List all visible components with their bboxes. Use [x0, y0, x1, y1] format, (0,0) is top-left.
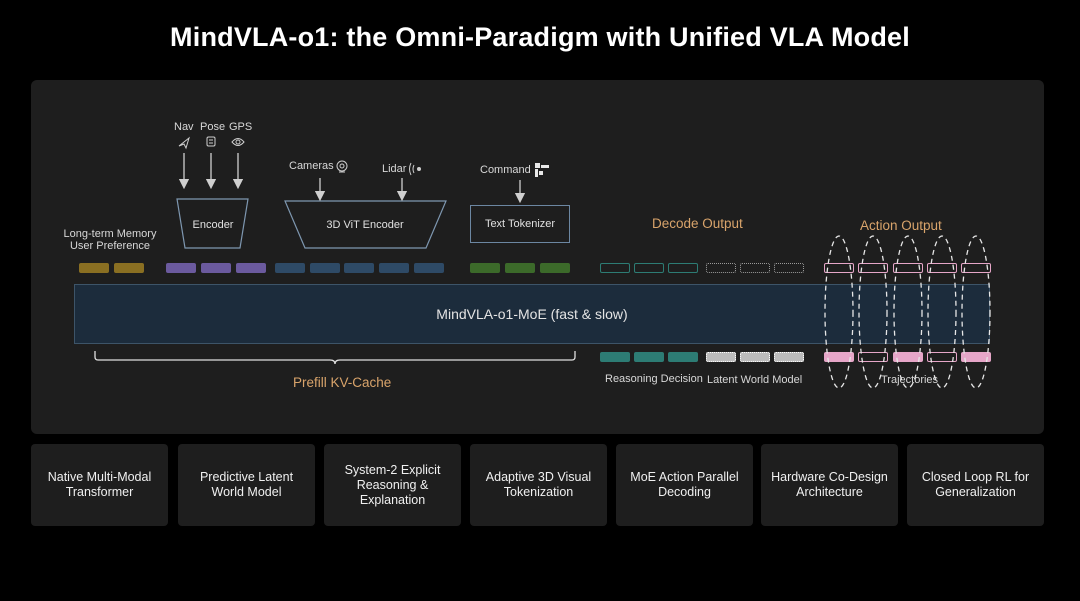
memory-token	[114, 263, 144, 273]
architecture-panel	[31, 80, 1044, 434]
action-token-outline	[893, 263, 923, 273]
vit-token	[379, 263, 409, 273]
feature-card: Native Multi-Modal Transformer	[31, 444, 168, 526]
moe-model-block: MindVLA-o1-MoE (fast & slow)	[74, 284, 990, 344]
feature-label: MoE Action Parallel Decoding	[630, 470, 739, 499]
action-ellipse	[824, 235, 854, 389]
encoder-shape	[176, 198, 249, 249]
page-title: MindVLA-o1: the Omni-Paradigm with Unifi…	[170, 22, 910, 52]
action-ellipse	[927, 235, 957, 389]
lidar-icon	[409, 162, 421, 176]
text-tokenizer-label: Text Tokenizer	[484, 218, 556, 230]
nav-arrow-icon	[178, 136, 190, 150]
latent-token	[774, 352, 804, 362]
action-ellipse	[858, 235, 888, 389]
vit-token	[414, 263, 444, 273]
action-token-outline	[824, 263, 854, 273]
gps-eye-icon	[231, 138, 245, 146]
action-ellipses	[824, 235, 991, 389]
feature-label: Hardware Co-Design Architecture	[771, 470, 888, 499]
action-token-outline	[927, 263, 957, 273]
pose-label: Pose	[200, 121, 226, 133]
feature-label: Predictive Latent World Model	[199, 470, 294, 499]
encoder-block: Encoder	[178, 206, 248, 244]
gps-label: GPS	[229, 121, 253, 133]
action-token-outline	[961, 263, 991, 273]
reasoning-token	[634, 352, 664, 362]
lidar-label: Lidar	[382, 163, 407, 175]
text-token	[505, 263, 535, 273]
trajectories-label: Trajectories	[881, 374, 939, 386]
trajectory-token	[824, 352, 854, 362]
vit-token	[275, 263, 305, 273]
encoder-token	[201, 263, 231, 273]
action-ellipse	[893, 235, 923, 389]
command-icon	[535, 163, 549, 177]
memory-token	[79, 263, 109, 273]
trajectory-token	[961, 352, 991, 362]
decode-token-outline	[634, 263, 664, 273]
feature-card: MoE Action Parallel Decoding	[616, 444, 753, 526]
moe-model-label: MindVLA-o1-MoE (fast & slow)	[436, 306, 628, 322]
latent-world-model-label: Latent World Model	[707, 374, 803, 386]
encoder-label: Encoder	[192, 219, 234, 231]
memory-line2: User Preference	[69, 240, 151, 252]
trajectory-token-outline	[858, 352, 888, 362]
feature-card: System-2 Explicit Reasoning & Explanatio…	[324, 444, 461, 526]
feature-label: Native Multi-Modal Transformer	[47, 470, 152, 499]
pose-icon	[206, 136, 216, 147]
trajectory-token	[893, 352, 923, 362]
input-arrows	[178, 153, 526, 204]
feature-card: Adaptive 3D Visual Tokenization	[470, 444, 607, 526]
feature-label: System-2 Explicit Reasoning & Explanatio…	[344, 462, 441, 507]
reasoning-token	[600, 352, 630, 362]
vit-token	[310, 263, 340, 273]
feature-card: Closed Loop RL for Generalization	[907, 444, 1044, 526]
reasoning-decision-label: Reasoning Decision	[605, 373, 703, 385]
reasoning-token	[668, 352, 698, 362]
latent-token-outline	[706, 263, 736, 273]
feature-card: Predictive Latent World Model	[178, 444, 315, 526]
decode-output-label: Decode Output	[652, 216, 743, 231]
trajectory-token-outline	[927, 352, 957, 362]
camera-icon	[336, 160, 348, 173]
vit-encoder-block: 3D ViT Encoder	[290, 210, 440, 240]
prefill-kv-cache-label: Prefill KV-Cache	[293, 375, 392, 390]
latent-token	[740, 352, 770, 362]
latent-token-outline	[740, 263, 770, 273]
cameras-label: Cameras	[289, 160, 334, 172]
memory-label: Long-term Memory User Preference	[60, 228, 160, 252]
text-token	[540, 263, 570, 273]
vit-encoder-label: 3D ViT Encoder	[326, 219, 404, 231]
action-token-outline	[858, 263, 888, 273]
vit-token	[344, 263, 374, 273]
feature-label: Adaptive 3D Visual Tokenization	[485, 470, 592, 499]
vit-encoder-shape	[284, 200, 447, 249]
action-ellipse	[961, 235, 991, 389]
encoder-token	[236, 263, 266, 273]
text-tokenizer-block: Text Tokenizer	[470, 205, 570, 243]
encoder-token	[166, 263, 196, 273]
command-label: Command	[480, 164, 531, 176]
text-token	[470, 263, 500, 273]
decode-token-outline	[600, 263, 630, 273]
prefill-brace	[94, 351, 576, 365]
nav-label: Nav	[174, 121, 194, 133]
feature-card: Hardware Co-Design Architecture	[761, 444, 898, 526]
latent-token-outline	[774, 263, 804, 273]
memory-line1: Long-term Memory	[63, 228, 157, 240]
feature-label: Closed Loop RL for Generalization	[921, 470, 1030, 499]
decode-token-outline	[668, 263, 698, 273]
latent-token	[706, 352, 736, 362]
action-output-label: Action Output	[860, 218, 942, 233]
